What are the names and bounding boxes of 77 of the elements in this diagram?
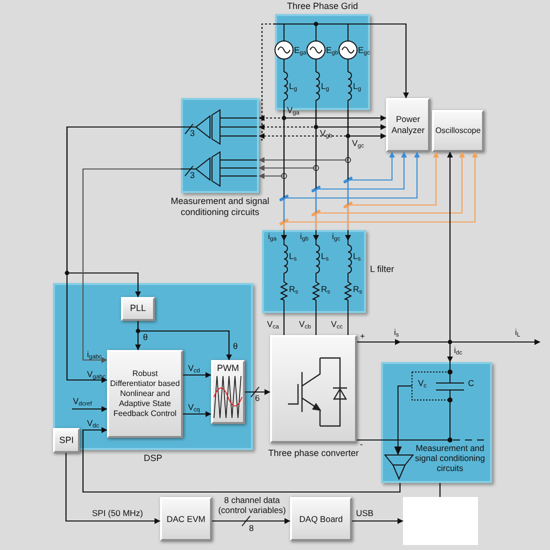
arrow <box>137 321 232 360</box>
arrow <box>245 389 270 395</box>
block-box: DAQ Board <box>290 497 352 541</box>
connector-line <box>283 313 285 335</box>
edge-label: V$_{dc}$ <box>87 419 99 429</box>
current-label: i$_{gb}$ <box>300 232 308 242</box>
arrow <box>370 23 409 98</box>
block-box: Oscilloscope <box>432 110 484 152</box>
voltage-label: V$_{cc}$ <box>331 320 343 330</box>
polarity-sign: + <box>360 332 365 342</box>
edge-label: i$_{gabc}$ <box>87 350 102 360</box>
edge-label: i$_{dc}$ <box>454 346 462 356</box>
voltage-label: E$_{gb}$ <box>326 46 338 56</box>
edge-label: V$_{gabc}$ <box>87 370 106 380</box>
edge-label: V$_{cq}$ <box>188 403 200 413</box>
connector-line <box>259 23 275 141</box>
blank-box <box>403 497 478 545</box>
voltage-label: V$_{ca}$ <box>267 320 279 330</box>
arrow <box>183 372 212 378</box>
arrow <box>315 152 465 230</box>
block-title: Three phase converter <box>267 448 360 459</box>
inductor-label: L$_{s}$ <box>353 252 361 262</box>
block-box: Robust Differentiator based Nonlinear and Adaptive State Feedback Control <box>107 350 183 438</box>
edge-label: V$_{dcref}$ <box>73 397 92 407</box>
capacitor-label: C <box>468 379 474 389</box>
arrow <box>352 518 404 524</box>
voltage-label: V$_{c}$ <box>418 379 427 389</box>
edge-label: i$_{L}$ <box>515 328 520 338</box>
inductor-label: L$_{g}$ <box>353 82 362 92</box>
panel-title: L filter <box>370 264 396 275</box>
bus-width-label: 3 <box>190 171 195 181</box>
inductor-label: L$_{g}$ <box>321 82 330 92</box>
edge-label: 8 channel data (control variables) <box>217 496 287 516</box>
current-label: i$_{s}$ <box>394 328 399 338</box>
panel-title: Three Phase Grid <box>286 1 360 12</box>
bus-width-label: 6 <box>255 394 260 404</box>
arrow <box>66 126 181 298</box>
resistor-label: R$_{s}$ <box>289 285 298 295</box>
inductor-label: L$_{s}$ <box>289 252 297 262</box>
voltage-label: V$_{gc}$ <box>352 139 364 149</box>
current-label: i$_{gc}$ <box>332 232 340 242</box>
panel-title: Measurement and signal conditioning circuits <box>170 196 270 218</box>
edge-label: θ <box>233 342 238 352</box>
panel-title: Measurement and signal conditioning circuits <box>414 443 486 474</box>
block-box: PLL <box>121 297 155 321</box>
edge-label: θ <box>143 333 148 343</box>
voltage-label: V$_{ga}$ <box>287 106 300 116</box>
arrow <box>65 453 160 524</box>
block-box: DAC EVM <box>160 497 212 541</box>
arrow <box>347 152 439 230</box>
connector-line <box>439 483 441 497</box>
arrow <box>212 518 290 524</box>
block-box: SPI <box>53 428 80 453</box>
current-label: i$_{ga}$ <box>268 232 276 242</box>
inductor-label: L$_{g}$ <box>289 82 298 92</box>
edge-label: SPI (50 MHz) <box>92 509 144 519</box>
voltage-label: E$_{gc}$ <box>358 46 370 56</box>
connector-line <box>357 439 381 441</box>
edge-label: V$_{cd}$ <box>188 364 200 374</box>
voltage-label: V$_{cb}$ <box>299 320 311 330</box>
arrow <box>72 406 108 412</box>
resistor-label: R$_{s}$ <box>321 285 330 295</box>
block-box: Power Analyzer <box>386 98 430 152</box>
voltage-label: E$_{ga}$ <box>294 46 306 56</box>
arrow <box>183 411 212 417</box>
arrow <box>82 168 181 363</box>
arrow <box>283 152 478 230</box>
edge-label: USB <box>356 509 374 519</box>
bus-width-label: 3 <box>190 129 195 139</box>
arrow <box>82 427 401 493</box>
resistor-label: R$_{s}$ <box>353 285 362 295</box>
inductor-label: L$_{s}$ <box>321 252 329 262</box>
bus-width-label: 8 <box>249 524 254 534</box>
connector-line <box>315 313 317 335</box>
polarity-sign: - <box>360 440 363 450</box>
panel-title: DSP <box>142 453 164 464</box>
connector-line <box>347 313 349 335</box>
